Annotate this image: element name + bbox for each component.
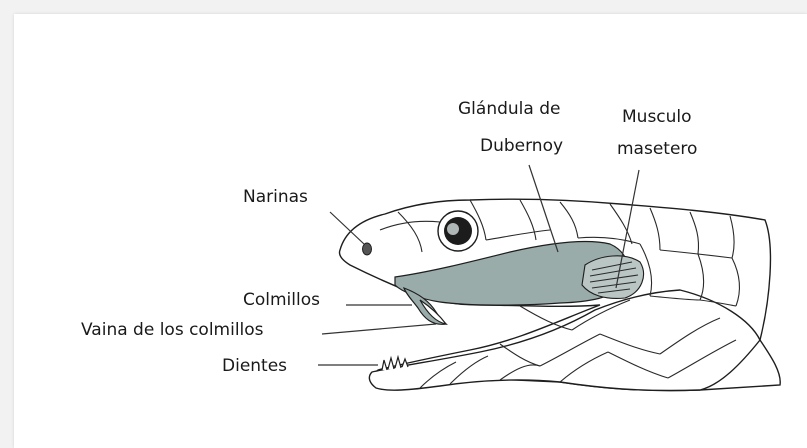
- label-musculo-line1: Musculo: [622, 107, 692, 127]
- label-dientes: Dientes: [222, 356, 287, 376]
- label-vaina: Vaina de los colmillos: [81, 320, 264, 340]
- label-glandula-line2: Dubernoy: [480, 136, 563, 156]
- eye-pupil-highlight: [447, 223, 459, 235]
- label-musculo-line2: masetero: [617, 139, 697, 159]
- nostril: [363, 243, 372, 255]
- label-glandula-line1: Glándula de: [458, 99, 560, 119]
- label-narinas: Narinas: [243, 187, 308, 207]
- leader-vaina: [322, 324, 436, 334]
- masseter-muscle: [582, 256, 644, 299]
- label-colmillos: Colmillos: [243, 290, 320, 310]
